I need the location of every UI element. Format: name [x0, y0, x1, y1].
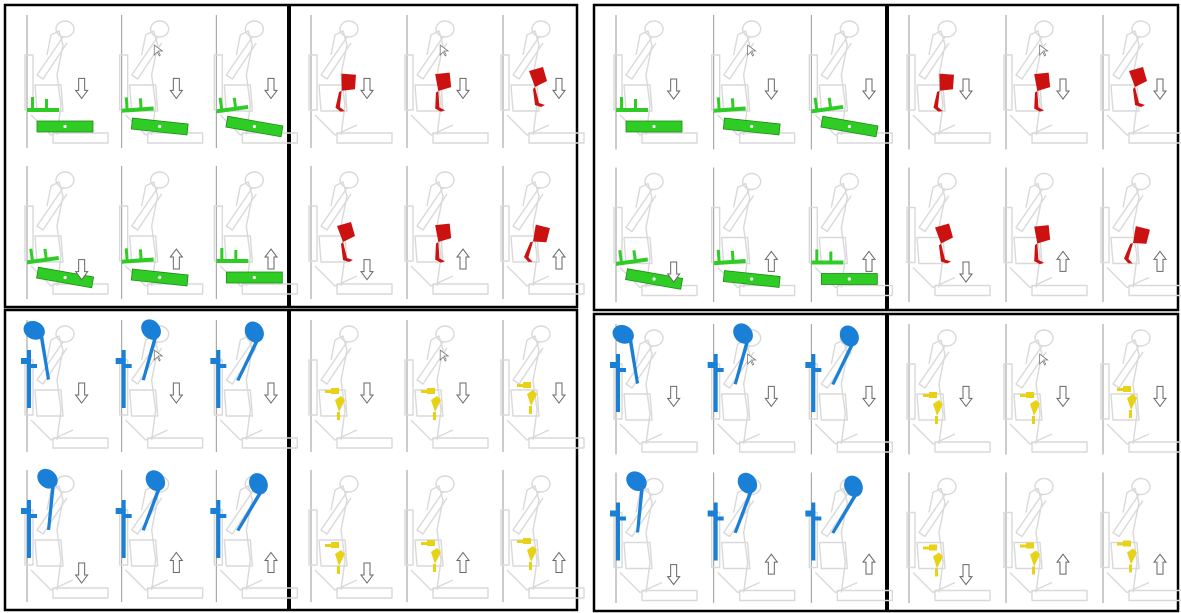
rep-pin: [1020, 545, 1026, 548]
rep-spring: [337, 412, 340, 420]
rail-post: [220, 248, 223, 260]
damper-arm: [716, 517, 724, 521]
group-divider: [885, 314, 889, 611]
rep-pin: [923, 394, 929, 397]
damper-arm: [124, 514, 132, 518]
rep-block: [331, 388, 339, 394]
panel-group-bottom-right: [594, 314, 1181, 611]
damper-arm: [29, 514, 37, 518]
group-divider: [287, 310, 291, 610]
rep-pin: [325, 390, 331, 393]
rep-spring: [1032, 567, 1035, 575]
damper-block: [21, 358, 31, 364]
damper-arm: [124, 364, 132, 368]
rep-block: [1123, 386, 1131, 392]
damper-arm: [813, 517, 821, 521]
damper-arm: [218, 514, 226, 518]
rail-post: [31, 97, 34, 109]
rep-pin: [421, 390, 427, 393]
rep-spring: [935, 416, 938, 424]
rep-pin: [517, 384, 523, 387]
panel-group-bottom-left: [5, 310, 584, 610]
damper-arm: [29, 364, 37, 368]
damper-block: [610, 362, 620, 368]
rep-block: [523, 382, 531, 388]
rep-pin: [923, 547, 929, 550]
damper-block: [708, 511, 718, 517]
group-divider: [885, 5, 889, 310]
rep-block: [929, 392, 937, 398]
rep-spring: [935, 569, 938, 577]
rep-block: [331, 542, 339, 548]
damper-arm: [218, 364, 226, 368]
rep-block: [1026, 392, 1034, 398]
rep-block: [1026, 543, 1034, 549]
rep-pin: [1020, 394, 1026, 397]
hammer-rail-part: [821, 274, 877, 285]
damper-block: [805, 511, 815, 517]
group-divider: [287, 5, 291, 307]
damper-block: [116, 508, 126, 514]
damper-block: [805, 362, 815, 368]
rep-spring: [1129, 565, 1132, 573]
key-pin: [253, 276, 256, 279]
rep-spring: [529, 562, 532, 570]
rep-pin: [517, 540, 523, 543]
rep-spring: [1032, 416, 1035, 424]
key-pin: [652, 125, 655, 128]
rail-post: [634, 99, 637, 109]
rep-block: [427, 540, 435, 546]
rail-post: [45, 99, 48, 109]
hammer-rail-part: [626, 121, 682, 132]
damper-block: [210, 358, 220, 364]
hammer-rail-part: [226, 272, 282, 283]
damper-block: [708, 362, 718, 368]
rep-spring: [1129, 410, 1132, 418]
damper-arm: [618, 517, 626, 521]
rep-block: [1123, 541, 1131, 547]
hammer-rail-part: [37, 121, 93, 132]
rep-block: [523, 538, 531, 544]
rep-pin: [1117, 388, 1123, 391]
damper-arm: [716, 368, 724, 372]
damper-block: [116, 358, 126, 364]
rep-pin: [325, 544, 331, 547]
damper-arm: [813, 368, 821, 372]
rep-block: [427, 388, 435, 394]
rail-post: [815, 250, 818, 262]
panel-group-top-right: [594, 5, 1181, 310]
rep-spring: [433, 412, 436, 420]
key-pin: [63, 125, 66, 128]
rail-post: [234, 250, 237, 260]
key-pin: [848, 277, 851, 280]
rep-pin: [1117, 543, 1123, 546]
rep-pin: [421, 542, 427, 545]
damper-block: [21, 508, 31, 514]
damper-arm: [618, 368, 626, 372]
panel-group-top-left: [5, 5, 584, 307]
rep-block: [929, 545, 937, 551]
rep-spring: [529, 406, 532, 414]
rail-post: [829, 252, 832, 262]
damper-block: [610, 511, 620, 517]
rep-spring: [337, 566, 340, 574]
rep-spring: [433, 564, 436, 572]
rail-post: [620, 97, 623, 109]
damper-block: [210, 508, 220, 514]
